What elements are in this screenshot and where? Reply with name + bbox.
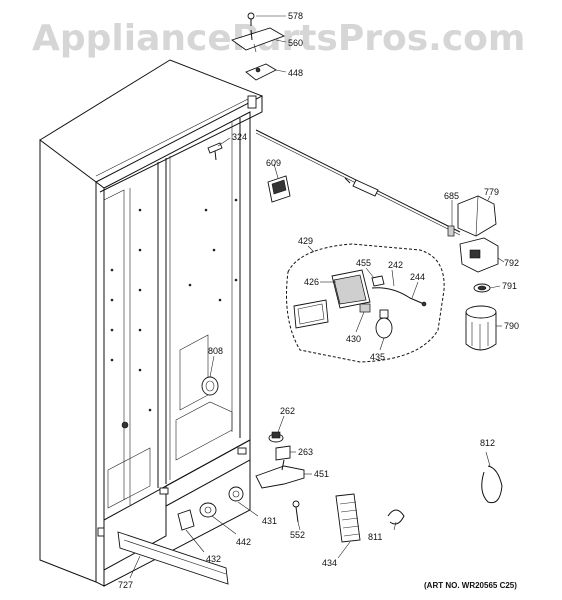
callout-811: 811 [368,532,382,542]
callout-791: 791 [502,281,517,291]
callout-430: 430 [346,334,361,344]
callout-808: 808 [208,346,223,356]
callout-263: 263 [298,447,313,457]
leader-lines [129,15,505,579]
callout-426: 426 [304,277,319,287]
callout-244: 244 [410,272,425,282]
watermark-text: AppliancePartsPros.com [32,18,525,59]
callout-552: 552 [290,530,305,540]
dispenser-assembly-group [286,243,445,363]
callout-578: 578 [288,11,303,21]
callout-812: 812 [480,438,495,448]
callout-609: 609 [266,158,281,168]
callout-792: 792 [504,258,519,268]
callout-451: 451 [314,469,329,479]
callout-442: 442 [236,537,251,547]
callout-242: 242 [388,260,403,270]
callout-435: 435 [370,352,385,362]
callout-434: 434 [322,558,337,568]
callout-448: 448 [288,68,303,78]
callout-432: 432 [206,554,221,564]
callout-685: 685 [444,191,459,201]
callout-262: 262 [280,406,295,416]
top-hinge-parts [207,12,286,161]
art-number: (ART NO. WR20565 C25) [424,581,517,590]
callout-324: 324 [232,132,247,142]
water-line-assembly [255,129,499,351]
callout-labels: 578 560 448 324 609 685 779 792 791 790 … [118,11,519,590]
callout-431: 431 [262,516,277,526]
callout-560: 560 [288,38,303,48]
callout-779: 779 [484,187,499,197]
callout-727: 727 [118,580,133,590]
callout-790: 790 [504,321,519,331]
callout-455: 455 [356,258,371,268]
lower-parts [97,431,503,585]
callout-429: 429 [298,236,313,246]
